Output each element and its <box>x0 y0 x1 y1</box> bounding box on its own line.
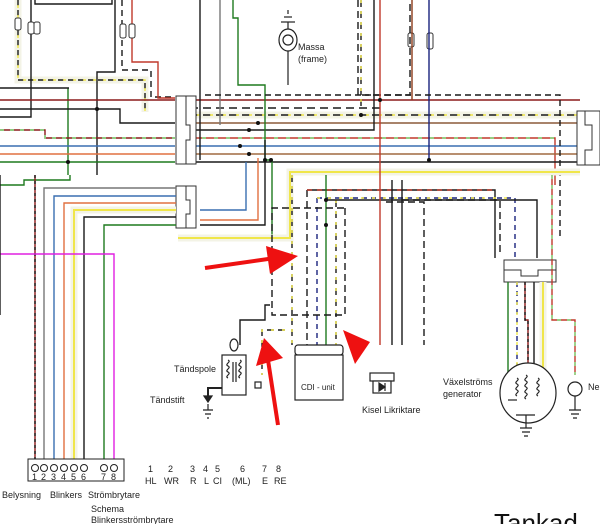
legend-num: 3 <box>190 464 195 474</box>
junction-dots <box>66 98 431 227</box>
neutral-switch-icon <box>567 381 583 419</box>
switch-pin: 2 <box>41 472 46 482</box>
legend-code: HL <box>145 476 157 486</box>
main-harness <box>190 0 580 240</box>
legend-code: CI <box>213 476 222 486</box>
switch-group-blinkers: Blinkers <box>50 490 83 500</box>
switch-pin: 5 <box>71 472 76 482</box>
arrow-icon <box>343 330 370 364</box>
switch-pin: 8 <box>111 472 116 482</box>
neutral-label-fragment: Ne <box>588 382 600 392</box>
pin-legend: 1 HL 2 WR 3 R 4 L 5 CI 6 (ML) 7 E 8 RE <box>145 464 287 486</box>
top-left-wiring <box>0 0 175 175</box>
switch-pin: 7 <box>101 472 106 482</box>
legend-code: E <box>262 476 268 486</box>
generator-harness <box>507 175 576 400</box>
annotation-arrows <box>204 246 370 426</box>
arrow-icon <box>204 246 298 274</box>
ignition-coil-label: Tändspole <box>174 364 216 374</box>
switch-pin: 3 <box>51 472 56 482</box>
legend-code: R <box>190 476 197 486</box>
frame-ground-label-2: (frame) <box>298 54 327 64</box>
switch-harness <box>0 175 176 460</box>
tank-title-fragment: Tankad <box>494 508 578 524</box>
connector-left-lower <box>175 185 197 229</box>
rectifier-label: Kisel Likriktare <box>362 405 421 415</box>
schema-label-2: Blinkersströmbrytare <box>91 515 174 524</box>
blinker-switch <box>27 458 125 482</box>
connector-right <box>576 110 600 166</box>
legend-code: (ML) <box>232 476 251 486</box>
switch-pin: 6 <box>81 472 86 482</box>
spark-plug-label: Tändstift <box>150 395 185 405</box>
legend-code: WR <box>164 476 179 486</box>
legend-num: 2 <box>168 464 173 474</box>
legend-num: 4 <box>203 464 208 474</box>
cdi-unit-icon <box>294 344 344 401</box>
cdi-harness <box>178 0 580 375</box>
switch-group-switch: Strömbrytare <box>88 490 140 500</box>
switch-pin-numbers: 1 2 3 4 5 6 7 8 <box>32 472 116 482</box>
ignition-coil-icon <box>202 338 262 419</box>
legend-num: 6 <box>240 464 245 474</box>
legend-num: 8 <box>276 464 281 474</box>
cdi-unit-label: CDI - unit <box>301 383 336 392</box>
frame-ground-icon <box>278 10 298 85</box>
legend-num: 7 <box>262 464 267 474</box>
legend-num: 1 <box>148 464 153 474</box>
switch-group-lighting: Belysning <box>2 490 41 500</box>
connector-left-upper <box>175 95 197 165</box>
frame-ground-label-1: Massa <box>298 42 325 52</box>
connector-generator <box>503 259 557 283</box>
switch-pin: 4 <box>61 472 66 482</box>
arrow-icon <box>256 338 283 426</box>
fuse-icon <box>14 17 434 50</box>
legend-code: RE <box>274 476 287 486</box>
generator-label-2: generator <box>443 389 482 399</box>
legend-code: L <box>204 476 209 486</box>
schema-label-1: Schema <box>91 504 124 514</box>
legend-num: 5 <box>215 464 220 474</box>
rectifier-icon <box>369 372 395 394</box>
generator-label-1: Växelströms <box>443 377 493 387</box>
generator-icon <box>499 362 557 437</box>
switch-pin: 1 <box>32 472 37 482</box>
